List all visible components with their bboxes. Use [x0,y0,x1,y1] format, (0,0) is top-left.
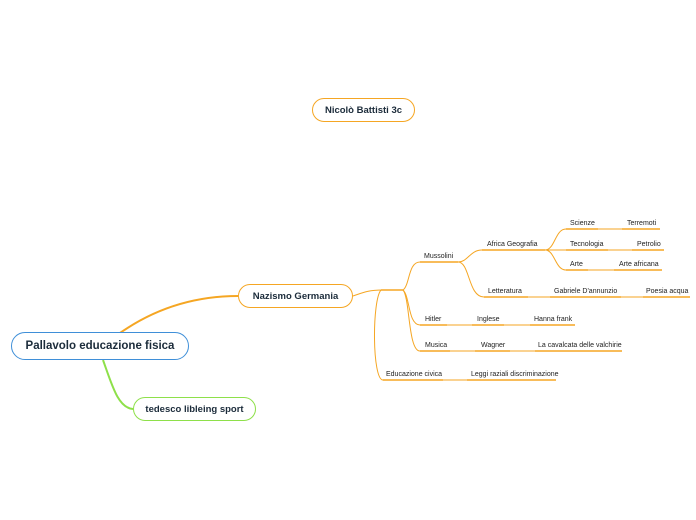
root-label: Pallavolo educazione fisica [25,340,175,352]
floating-node[interactable]: Nicolò Battisti 3c [312,98,415,122]
connector-africa-arte [544,249,567,271]
topic-terremoti[interactable]: Terremoti [627,220,657,227]
connector-mussolini-africa [457,249,483,263]
connector-nazismo-hub [352,289,383,297]
secondary-topic-node[interactable]: tedesco libleing sport [133,397,256,421]
topic-musica[interactable]: Musica [425,342,448,349]
connector-root-nazismo [119,295,239,334]
connector-hub-educazione [373,289,384,381]
topic-cavalcata[interactable]: La cavalcata delle valchirie [538,342,622,349]
topic-leggi[interactable]: Leggi raziali discriminazione [471,371,559,378]
topic-mussolini[interactable]: Mussolini [424,253,454,260]
topic-hanna[interactable]: Hanna frank [534,316,573,323]
connector-root-tedesco [102,359,134,410]
topic-letteratura[interactable]: Letteratura [488,288,522,295]
connector-africa-scienze [544,228,567,251]
topic-petrolio[interactable]: Petrolio [637,241,661,248]
topic-arte-africana[interactable]: Arte africana [619,261,659,268]
root-node[interactable]: Pallavolo educazione fisica [11,332,189,360]
connector-hub-mussolini [402,261,421,291]
topic-poesia[interactable]: Poesia acqua [646,288,689,295]
connector-hub-musica [402,289,421,352]
topic-arte[interactable]: Arte [570,261,583,268]
topic-africa[interactable]: Africa Geografia [487,241,538,248]
topic-tecnologia[interactable]: Tecnologia [570,241,604,248]
topic-educazione[interactable]: Educazione civica [386,371,443,378]
main-topic-node[interactable]: Nazismo Germania [238,284,353,308]
topic-hitler[interactable]: Hitler [425,316,442,323]
connector-mussolini-letteratura [457,261,485,298]
secondary-topic-label: tedesco libleing sport [145,403,244,415]
topic-inglese[interactable]: Inglese [477,316,500,323]
floating-label: Nicolò Battisti 3c [324,104,403,116]
main-topic-label: Nazismo Germania [252,290,339,302]
topic-wagner[interactable]: Wagner [481,342,506,349]
topic-dannunzio[interactable]: Gabriele D'annunzio [554,288,618,295]
topic-scienze[interactable]: Scienze [570,220,595,227]
